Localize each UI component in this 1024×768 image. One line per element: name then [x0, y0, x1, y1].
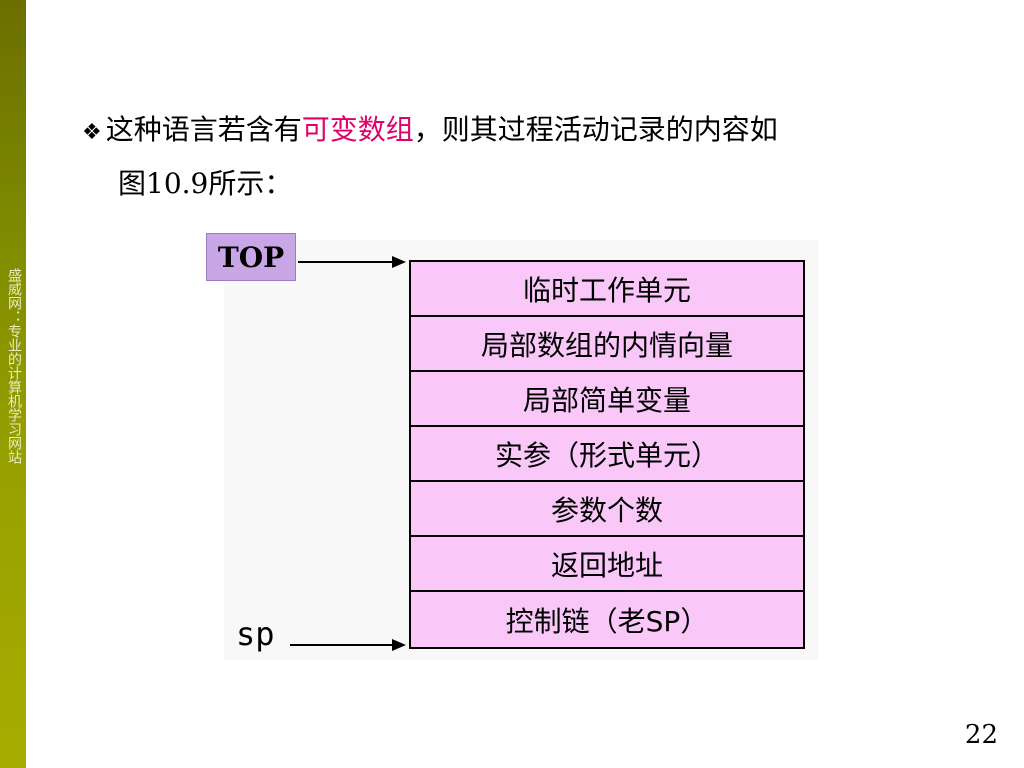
- sidebar-caption: 盛威网：专业的计算机学习网站: [6, 268, 22, 464]
- stack-cell: 局部数组的内情向量: [411, 317, 803, 372]
- top-pointer-label: TOP: [206, 233, 296, 281]
- paragraph-line-2: 图10.9所示：: [118, 167, 293, 200]
- page-number: 22: [964, 720, 998, 750]
- top-arrow-head-icon: [392, 256, 406, 268]
- stack-cell: 临时工作单元: [411, 262, 803, 317]
- stack-cell: 实参（形式单元）: [411, 427, 803, 482]
- top-arrow-line: [298, 261, 394, 263]
- stack-cell: 参数个数: [411, 482, 803, 537]
- highlighted-term: 可变数组: [301, 113, 414, 146]
- sp-arrow-line: [290, 644, 394, 646]
- bullet-paragraph: ❖这种语言若含有可变数组，则其过程活动记录的内容如: [82, 108, 962, 155]
- sp-arrow-head-icon: [392, 639, 406, 651]
- stack-cell: 返回地址: [411, 537, 803, 592]
- stack-cell: 局部简单变量: [411, 372, 803, 427]
- activation-record-stack: 临时工作单元 局部数组的内情向量 局部简单变量 实参（形式单元） 参数个数 返回…: [409, 260, 805, 649]
- diamond-bullet-icon: ❖: [82, 120, 102, 145]
- sp-pointer-label: sp: [236, 615, 275, 653]
- sidebar-bar: 盛威网：专业的计算机学习网站: [0, 0, 26, 768]
- paragraph-text-end: ，则其过程活动记录的内容如: [413, 113, 778, 146]
- paragraph-text-start: 这种语言若含有: [105, 113, 302, 146]
- stack-cell: 控制链（老SP）: [505, 604, 709, 638]
